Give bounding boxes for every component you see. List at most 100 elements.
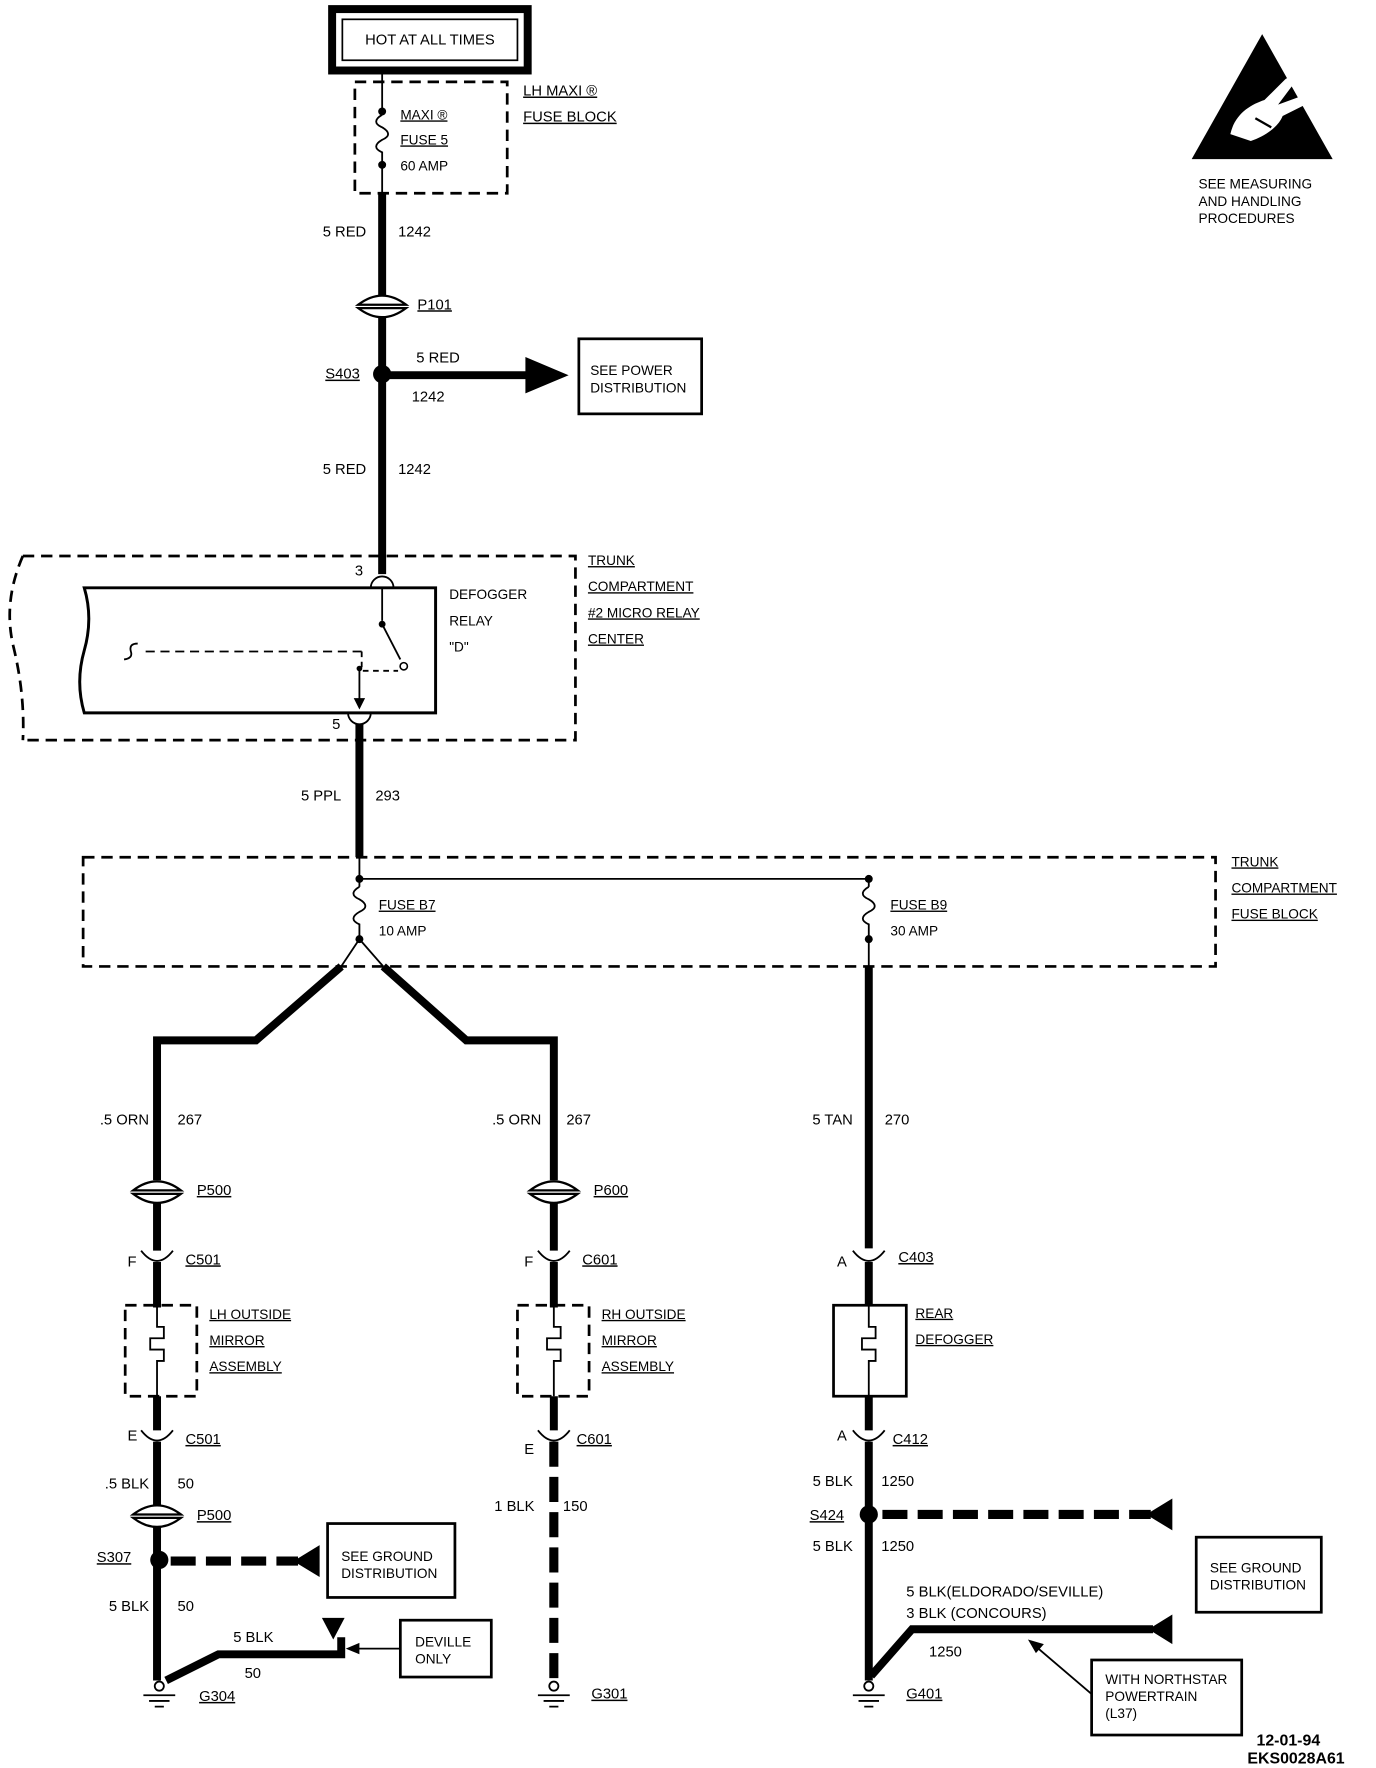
relay-name-line3: "D" bbox=[449, 639, 469, 654]
p500-bottom-connector-icon bbox=[129, 1504, 185, 1529]
arrow-down-icon bbox=[321, 1617, 345, 1640]
wire-150-gauge: 1 BLK bbox=[494, 1499, 534, 1515]
deville-line2: ONLY bbox=[415, 1651, 451, 1666]
wire-1242-branch-gauge: 5 RED bbox=[416, 351, 460, 367]
northstar-pointer-line bbox=[1036, 1646, 1093, 1695]
relay-center-line1: TRUNK bbox=[588, 553, 635, 568]
relay-coil-icon bbox=[123, 642, 138, 661]
wire-1250-northstar-circuit: 1250 bbox=[929, 1645, 962, 1661]
c601-top-connector-icon bbox=[537, 1250, 571, 1262]
g301-label: G301 bbox=[591, 1687, 627, 1703]
c601-top-pin: F bbox=[524, 1255, 533, 1271]
relay-center-line2: COMPARTMENT bbox=[588, 579, 694, 594]
fuse-terminal-dot bbox=[378, 160, 387, 169]
fuse-block-line1: TRUNK bbox=[1231, 854, 1278, 869]
c601-top-label: C601 bbox=[582, 1252, 617, 1268]
maxi-fuse-block-outline bbox=[353, 80, 509, 195]
relay-pin-out-label: 5 bbox=[332, 717, 340, 733]
northstar-line3: (L37) bbox=[1105, 1706, 1137, 1721]
maxi-fuse-block-subtitle: FUSE BLOCK bbox=[523, 110, 617, 126]
rh-mirror-line1: RH OUTSIDE bbox=[602, 1307, 686, 1322]
fuse-b7-name: FUSE B7 bbox=[379, 898, 436, 913]
g401-label: G401 bbox=[906, 1687, 942, 1703]
c501-bottom-pin: E bbox=[127, 1429, 137, 1445]
lh-mirror-line2: MIRROR bbox=[209, 1333, 264, 1348]
deville-only-box bbox=[398, 1618, 493, 1679]
wire-1242-top-gauge: 5 RED bbox=[323, 224, 367, 240]
p500-bottom-label: P500 bbox=[197, 1508, 232, 1524]
wire-1242-mid-gauge: 5 RED bbox=[323, 462, 367, 478]
p600-connector-icon bbox=[526, 1180, 582, 1205]
g304-label: G304 bbox=[199, 1689, 235, 1705]
wire-1250-northstar-line2: 3 BLK (CONCOURS) bbox=[906, 1606, 1046, 1622]
ground-distribution-right-line2: DISTRIBUTION bbox=[1210, 1577, 1306, 1592]
wire-50-deville-gauge: 5 BLK bbox=[233, 1630, 273, 1646]
p101-connector-icon bbox=[354, 294, 410, 319]
c501-top-label: C501 bbox=[185, 1252, 220, 1268]
arrow-left-icon bbox=[1148, 1614, 1173, 1645]
ground-distribution-right-box bbox=[1194, 1535, 1323, 1614]
hot-at-all-times-label: HOT AT ALL TIMES bbox=[365, 32, 495, 48]
c412-label: C412 bbox=[893, 1432, 928, 1448]
ground-g304-icon bbox=[143, 1680, 176, 1708]
c601-bottom-pin: E bbox=[524, 1442, 534, 1458]
wire-267-right bbox=[380, 963, 558, 1181]
c412-pin: A bbox=[837, 1429, 847, 1445]
arrow-left-icon bbox=[1146, 1498, 1173, 1531]
lh-mirror-line1: LH OUTSIDE bbox=[209, 1307, 291, 1322]
maxi-fuse-block-title: LH MAXI ® bbox=[523, 84, 597, 100]
diagram-date: 12-01-94 bbox=[1256, 1732, 1320, 1749]
ground-distribution-left-box bbox=[326, 1522, 457, 1599]
c403-pin: A bbox=[837, 1255, 847, 1271]
wire-1250-lower-gauge: 5 BLK bbox=[813, 1539, 853, 1555]
rh-mirror-outline bbox=[516, 1303, 591, 1398]
wire-1242-branch-circuit: 1242 bbox=[412, 389, 445, 405]
ground-distribution-right-line1: SEE GROUND bbox=[1210, 1560, 1302, 1575]
wire-1242-top-circuit: 1242 bbox=[398, 224, 431, 240]
wire-270-gauge: 5 TAN bbox=[812, 1112, 852, 1128]
wire-1250-upper-gauge: 5 BLK bbox=[813, 1474, 853, 1490]
power-distribution-box bbox=[577, 337, 704, 416]
relay-name-line1: DEFOGGER bbox=[449, 587, 527, 602]
deville-line1: DEVILLE bbox=[415, 1634, 471, 1649]
lh-mirror-line3: ASSEMBLY bbox=[209, 1359, 281, 1374]
ground-distribution-left-line2: DISTRIBUTION bbox=[341, 1566, 437, 1581]
fuse-b7-icon bbox=[352, 886, 367, 936]
ground-g301-icon bbox=[537, 1680, 570, 1708]
arrow-right-icon bbox=[525, 357, 569, 394]
fuse-b9-icon bbox=[861, 886, 876, 936]
wire-267-left-gauge: .5 ORN bbox=[100, 1112, 149, 1128]
wire-50-upper-gauge: .5 BLK bbox=[105, 1476, 149, 1492]
relay-output-dot bbox=[356, 665, 363, 672]
fuse-block-line3: FUSE BLOCK bbox=[1231, 907, 1317, 922]
relay-pin-5-terminal bbox=[347, 712, 372, 726]
wire-50-deville-circuit: 50 bbox=[245, 1666, 261, 1682]
ground-g401-icon bbox=[852, 1680, 885, 1708]
fuse-bus-dot bbox=[864, 874, 873, 883]
c501-bottom-label: C501 bbox=[185, 1432, 220, 1448]
fuse-block-bus bbox=[358, 857, 870, 887]
rh-mirror-line2: MIRROR bbox=[602, 1333, 657, 1348]
rh-mirror-heater-icon bbox=[546, 1307, 562, 1397]
c501-top-connector-icon bbox=[140, 1250, 174, 1262]
wire-1250-upper-circuit: 1250 bbox=[881, 1474, 914, 1490]
relay-actuator-link bbox=[360, 651, 399, 672]
relay-center-outline bbox=[22, 554, 577, 742]
relay-center-line3: #2 MICRO RELAY bbox=[588, 605, 700, 620]
pointer-arrow-icon bbox=[345, 1642, 360, 1655]
fuse-block-line2: COMPARTMENT bbox=[1231, 881, 1337, 896]
wire-1242-mid-circuit: 1242 bbox=[398, 462, 431, 478]
rear-defogger-line2: DEFOGGER bbox=[915, 1332, 993, 1347]
wire-50-deville bbox=[164, 1637, 346, 1685]
relay-pin-3-terminal bbox=[369, 575, 395, 588]
fuse-b7-rating: 10 AMP bbox=[379, 924, 427, 939]
wire-270-circuit: 270 bbox=[885, 1112, 910, 1128]
p500-top-label: P500 bbox=[197, 1183, 232, 1199]
wire-150-circuit: 150 bbox=[563, 1499, 588, 1515]
rear-defogger-outline bbox=[832, 1303, 908, 1398]
fuse-terminal-dot bbox=[378, 107, 387, 116]
arrow-left-icon bbox=[293, 1545, 320, 1577]
ground-distribution-left-line1: SEE GROUND bbox=[341, 1549, 433, 1564]
wire-1250-lower-circuit: 1250 bbox=[881, 1539, 914, 1555]
